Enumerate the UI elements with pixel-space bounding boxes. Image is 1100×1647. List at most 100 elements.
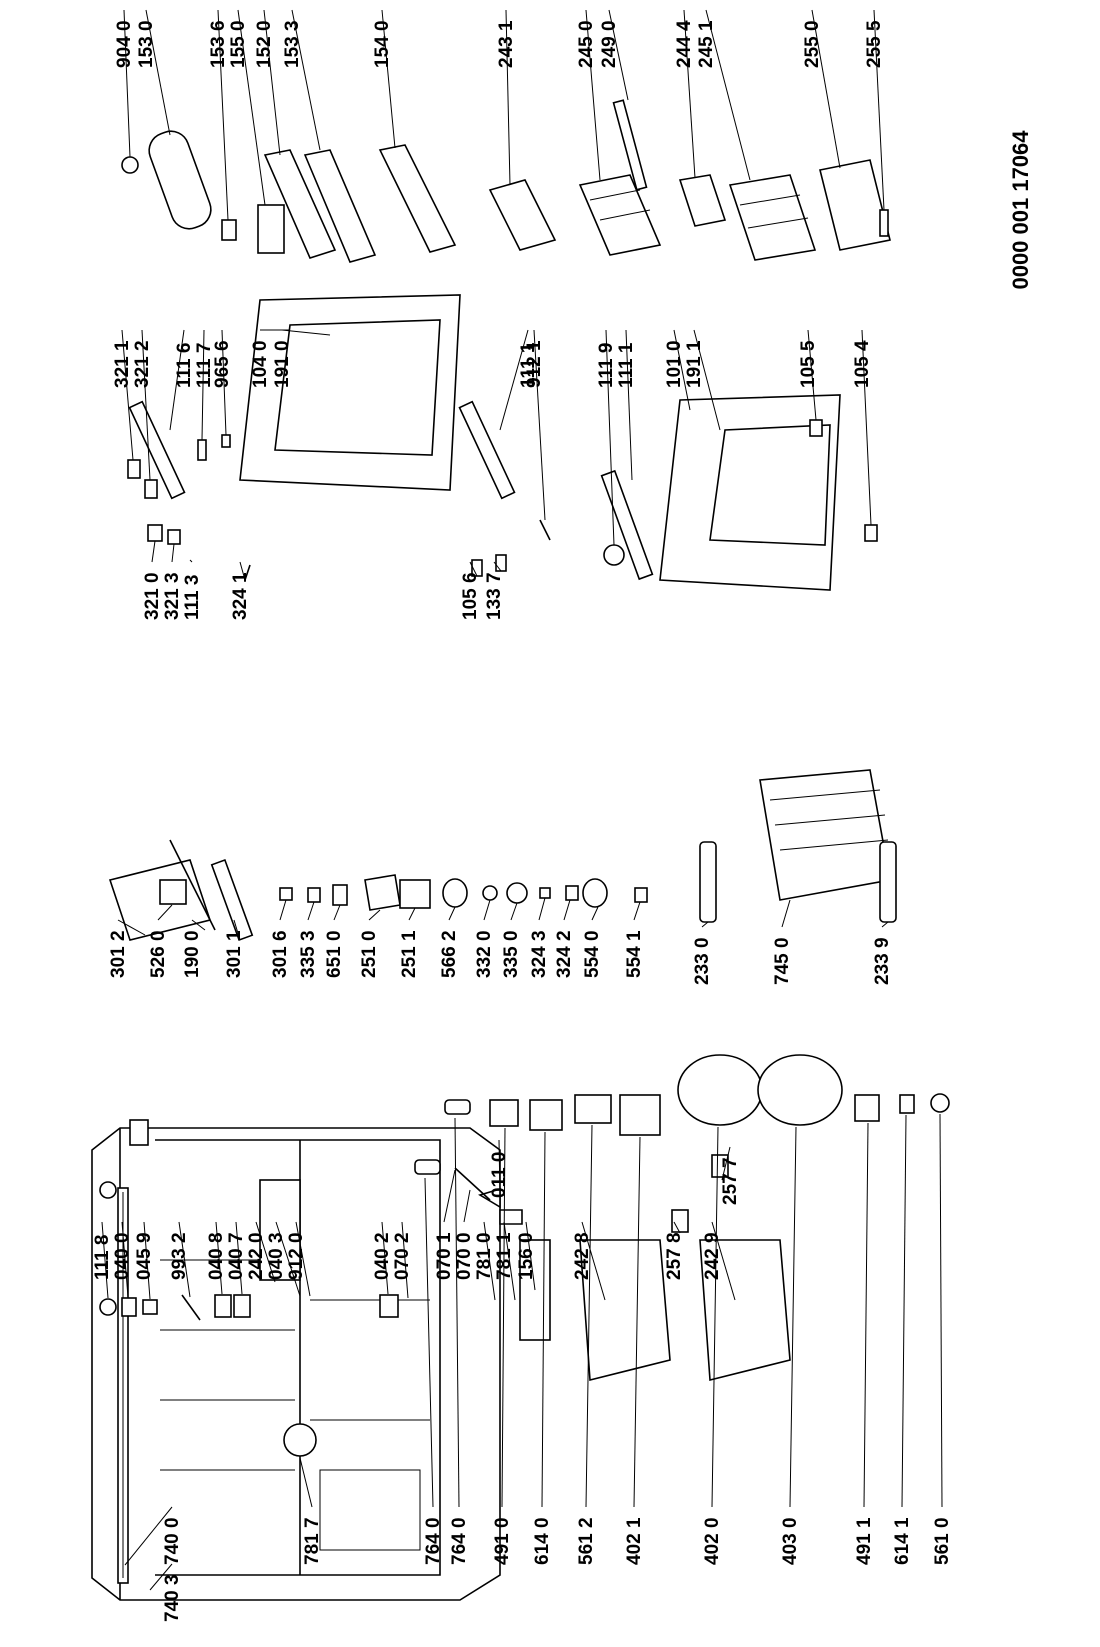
part-label-p5541: 554 1 — [624, 930, 645, 978]
part-4910-shape — [489, 1099, 519, 1127]
part-label-p1113: 111 3 — [182, 575, 203, 620]
part-label-p1010: 101 0 — [664, 340, 685, 388]
rail-2330-shape — [699, 841, 717, 923]
leader-p9656 — [221, 329, 227, 436]
leader-p4030 — [789, 1126, 797, 1508]
part-label-p3243: 324 3 — [529, 930, 550, 978]
leader-p1119 — [605, 329, 615, 546]
leader-p3320 — [483, 899, 491, 921]
leader-p0110 — [498, 1139, 501, 1196]
part-2578-shape — [671, 1209, 689, 1233]
crisper-2428-shape — [579, 1239, 671, 1382]
part-label-p1054: 105 4 — [852, 340, 873, 388]
part-7817-shape — [283, 1423, 317, 1457]
part-1117-shape — [197, 439, 207, 461]
wire-shelf-2451 — [728, 174, 817, 261]
leader-p1533 — [291, 9, 321, 151]
leader-p0408 — [215, 1221, 223, 1295]
part-3350-shape — [506, 882, 528, 904]
leader-p5612 — [585, 1124, 593, 1508]
leader-p4910 — [501, 1127, 506, 1508]
leader-p2420 — [255, 1221, 276, 1283]
part-label-p0701: 070 1 — [434, 1232, 455, 1280]
part-label-p5260: 526 0 — [148, 930, 169, 978]
bottle-rack-1530 — [148, 130, 212, 230]
door-shelf-1540 — [378, 144, 457, 253]
document-reference: 0000 001 17064 — [1008, 130, 1033, 290]
glass-shelf-2550 — [819, 159, 891, 251]
leader-p3350 — [510, 902, 518, 921]
leader-p2510 — [368, 909, 381, 921]
part-label-p1337: 133 7 — [484, 572, 505, 620]
wire-basket-7450 — [759, 769, 891, 901]
part-label-p3350: 335 0 — [501, 930, 522, 978]
leader-p1054 — [861, 329, 872, 526]
leader-p4021 — [633, 1136, 641, 1508]
part-5612-shape — [574, 1094, 612, 1124]
leader-p3212 — [141, 329, 151, 481]
wire-shelf-2450 — [578, 174, 662, 256]
leader-p7400 — [124, 1506, 173, 1566]
leader-p9120 — [295, 1221, 311, 1297]
part-9040-shape — [121, 156, 139, 174]
part-label-p0702: 070 2 — [392, 1232, 413, 1280]
compressor-403-shape — [757, 1054, 843, 1126]
leader-p1520 — [263, 9, 281, 156]
rail-0700-shape — [454, 1167, 491, 1201]
leader-p2550 — [811, 9, 841, 169]
leader-p1910 — [281, 329, 331, 336]
part-label-p3211: 321 1 — [112, 340, 133, 388]
leader-p0701 — [443, 1169, 456, 1223]
leader-p2444 — [683, 9, 696, 179]
part-label-p7810: 781 0 — [474, 1232, 495, 1280]
part-label-p1550: 155 0 — [228, 20, 249, 68]
leader-p3353 — [307, 901, 315, 921]
door-gasket-1910 — [274, 319, 441, 456]
part-3213-shape — [167, 529, 181, 545]
part-label-p0402: 040 2 — [372, 1232, 393, 1280]
part-3353-shape — [307, 887, 321, 903]
leader-p2431 — [505, 9, 511, 186]
part-label-p1530: 153 0 — [136, 20, 157, 68]
leader-p2429 — [711, 1221, 736, 1301]
part-0408-shape — [214, 1294, 232, 1318]
rail-2339-shape — [879, 841, 897, 923]
leader-p6140 — [541, 1131, 546, 1508]
egg-holder-1550 — [257, 204, 285, 254]
part-3016-shape — [279, 887, 293, 901]
leader-p0403 — [275, 1221, 301, 1297]
door-inner-1040 — [239, 294, 461, 491]
part-label-p9120: 912 0 — [286, 1232, 307, 1280]
part-label-p5662: 566 2 — [439, 930, 460, 978]
door-gasket-1911 — [709, 424, 831, 546]
leader-p3213 — [171, 543, 175, 563]
part-5662-shape — [442, 878, 468, 908]
leader-p2578 — [673, 1221, 681, 1234]
part-1536-shape — [221, 219, 237, 241]
part-label-p1116: 111 6 — [174, 343, 195, 388]
part-7640b-shape — [444, 1099, 471, 1115]
part-1054-shape — [864, 524, 878, 542]
part-label-p1055: 105 5 — [798, 340, 819, 388]
leader-p0702 — [401, 1221, 409, 1299]
part-1055-shape — [809, 419, 823, 437]
part-label-p3242: 324 2 — [554, 930, 575, 978]
part-0400-shape — [121, 1297, 137, 1317]
part-2511-shape — [399, 879, 431, 909]
part-2510-shape — [364, 874, 401, 911]
part-label-p7817: 781 7 — [302, 1517, 323, 1565]
part-0407-shape — [233, 1294, 251, 1318]
part-label-p7640a: 764 0 — [423, 1517, 444, 1565]
part-7403-shape — [129, 1119, 149, 1146]
part-label-p1520: 152 0 — [254, 20, 275, 68]
leader-p4020 — [711, 1126, 719, 1508]
part-label-p2431: 243 1 — [496, 20, 517, 68]
part-label-p2511: 251 1 — [399, 930, 420, 978]
part-label-p2490: 249 0 — [599, 20, 620, 68]
leader-p5610 — [939, 1113, 943, 1508]
part-label-p4911: 491 1 — [854, 1517, 875, 1565]
part-label-p0400: 040 0 — [112, 1232, 133, 1280]
part-label-p3016: 301 6 — [270, 930, 291, 978]
part-label-p6510: 651 0 — [324, 930, 345, 978]
